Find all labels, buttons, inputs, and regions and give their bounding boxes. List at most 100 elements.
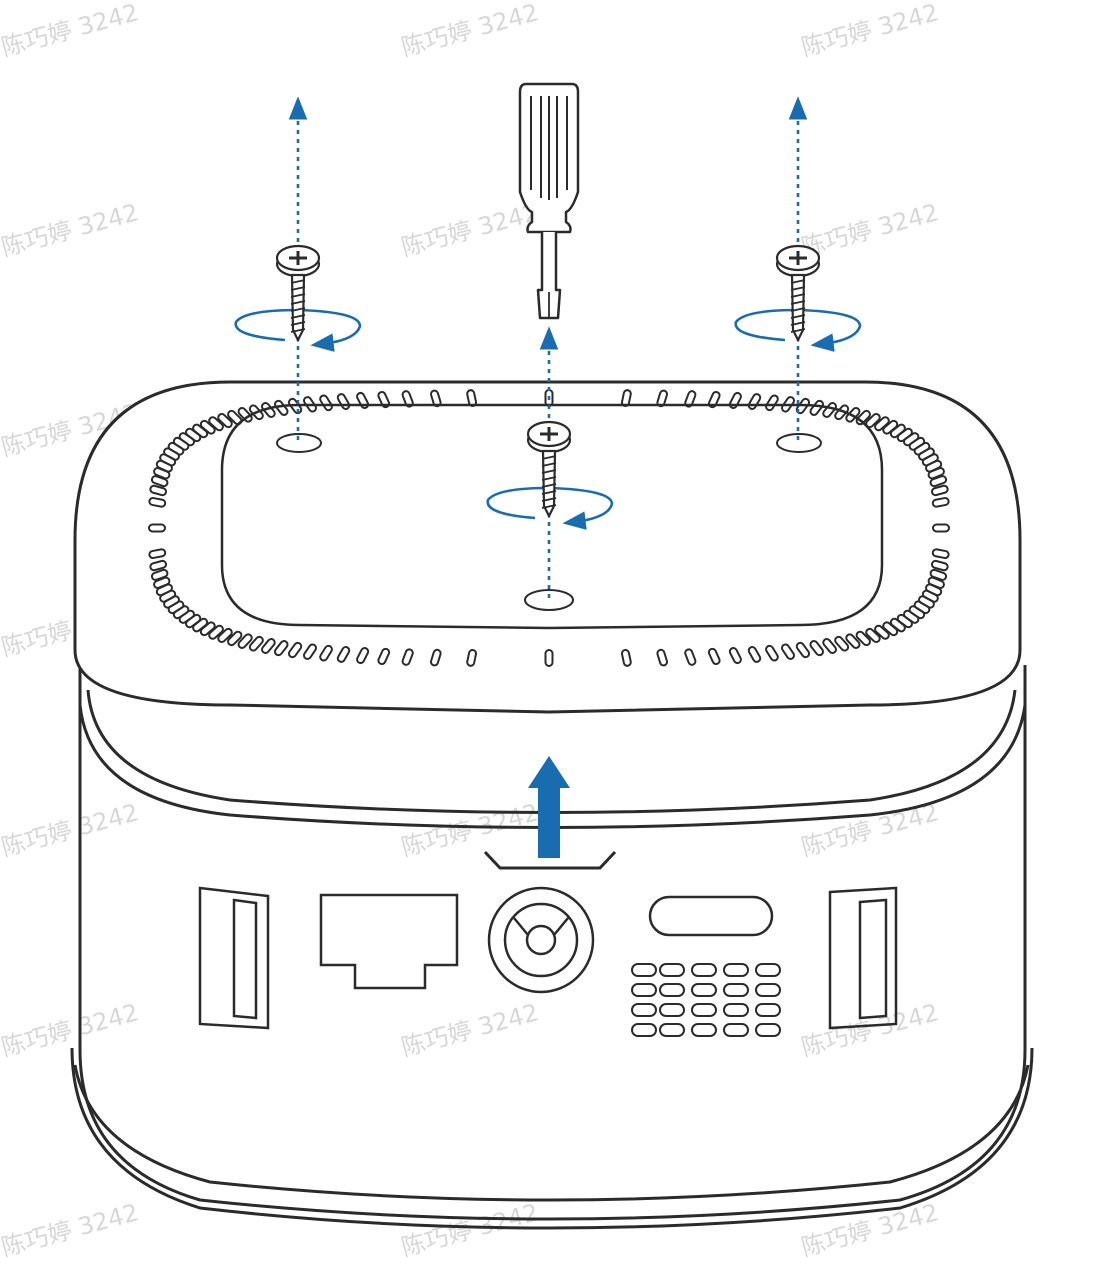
vent-slot xyxy=(260,638,276,654)
watermark-text: 陈巧婷 3242 xyxy=(798,998,941,1061)
vent-slot xyxy=(656,648,669,667)
screw-hole-center xyxy=(524,589,574,611)
vent-hole xyxy=(691,1023,717,1037)
vent-slot xyxy=(765,644,779,662)
watermark-text: 陈巧婷 3242 xyxy=(0,1198,141,1261)
vent-slot xyxy=(287,641,303,659)
vent-slot xyxy=(747,393,762,410)
vent-slot xyxy=(248,404,264,421)
vent-grille xyxy=(631,963,781,1037)
vent-slot xyxy=(931,548,950,559)
watermark-text: 陈巧婷 3242 xyxy=(398,0,541,62)
usb-port-right xyxy=(828,886,898,1030)
vent-slot xyxy=(780,643,796,660)
vent-slot xyxy=(780,396,796,413)
screw-hole-right xyxy=(776,433,822,453)
vent-slot xyxy=(208,416,224,432)
vent-slot xyxy=(874,624,890,640)
vent-slot xyxy=(273,399,289,416)
vent-slot xyxy=(707,647,721,666)
vent-slot xyxy=(728,391,742,409)
vent-slot xyxy=(855,630,871,647)
screws xyxy=(275,244,821,519)
screw-hole-left xyxy=(276,433,322,453)
vent-slot xyxy=(149,559,168,572)
vent-hole xyxy=(691,1003,717,1017)
vent-slot xyxy=(809,399,825,416)
vent-slot xyxy=(319,394,333,412)
vent-slot xyxy=(809,640,825,657)
vent-slot xyxy=(466,648,478,667)
vent-slot xyxy=(148,548,167,559)
lift-arrow xyxy=(528,756,570,858)
vent-slot xyxy=(931,497,950,508)
watermark-text: 陈巧婷 3242 xyxy=(0,798,141,861)
vent-slot xyxy=(845,633,861,649)
vent-slot xyxy=(834,404,850,421)
vent-slot xyxy=(227,630,243,647)
vent-slot xyxy=(834,635,850,652)
vent-hole xyxy=(691,983,717,997)
vent-slot xyxy=(620,389,632,408)
vent-slot xyxy=(466,389,478,408)
vent-slot xyxy=(620,648,632,667)
watermark-text: 陈巧婷 3242 xyxy=(798,0,941,62)
vent-hole xyxy=(631,983,657,997)
vent-slot xyxy=(544,649,554,667)
vent-slot xyxy=(148,497,167,508)
vent-slot xyxy=(765,394,779,412)
vent-slot xyxy=(865,627,881,644)
vent-slot xyxy=(656,389,669,408)
vent-slot xyxy=(260,402,276,418)
screw-left xyxy=(275,244,321,343)
vent-slot xyxy=(336,646,351,663)
vent-hole xyxy=(755,983,781,997)
lid-vent-slots xyxy=(148,389,950,667)
vent-slot xyxy=(199,419,216,435)
vent-slot xyxy=(865,412,881,429)
vent-slot xyxy=(747,646,762,663)
watermark-text: 陈巧婷 3242 xyxy=(0,0,141,62)
port-panel xyxy=(198,886,898,1037)
vent-slot xyxy=(217,412,233,429)
screw-right xyxy=(775,244,821,343)
vent-slot xyxy=(845,407,861,423)
vent-slot xyxy=(153,576,171,589)
vent-slot xyxy=(822,638,838,654)
vent-slot xyxy=(932,523,950,533)
vent-hole xyxy=(755,1023,781,1037)
vent-slot xyxy=(356,647,370,665)
vent-hole xyxy=(755,1003,781,1017)
power-jack xyxy=(487,886,595,994)
vent-slot xyxy=(684,648,697,666)
vent-slot xyxy=(855,409,871,426)
vent-hole xyxy=(659,983,685,997)
vent-slot xyxy=(927,467,945,480)
vent-hole xyxy=(659,1003,685,1017)
vent-slot xyxy=(930,484,949,497)
watermark-text: 陈巧婷 3242 xyxy=(398,1198,541,1261)
vent-hole xyxy=(723,1003,749,1017)
vent-slot xyxy=(227,409,243,426)
screw-center xyxy=(526,420,572,519)
vent-slot xyxy=(302,396,318,413)
device-lid xyxy=(73,380,1022,714)
vent-slot xyxy=(795,641,811,659)
vent-hole xyxy=(691,963,717,977)
watermark-text: 陈巧婷 3242 xyxy=(398,998,541,1061)
vent-hole xyxy=(755,963,781,977)
vent-hole xyxy=(723,963,749,977)
vent-slot xyxy=(150,475,169,488)
vent-slot xyxy=(336,393,351,410)
vent-slot xyxy=(237,633,253,649)
vent-slot xyxy=(148,523,166,533)
vent-slot xyxy=(356,391,370,409)
led-window xyxy=(648,895,774,937)
vent-slot xyxy=(929,475,948,488)
vent-slot xyxy=(728,647,742,665)
vent-slot xyxy=(377,390,391,409)
vent-slot xyxy=(237,407,253,423)
watermark-text: 陈巧婷 3242 xyxy=(398,798,541,861)
vent-slot xyxy=(319,644,333,662)
